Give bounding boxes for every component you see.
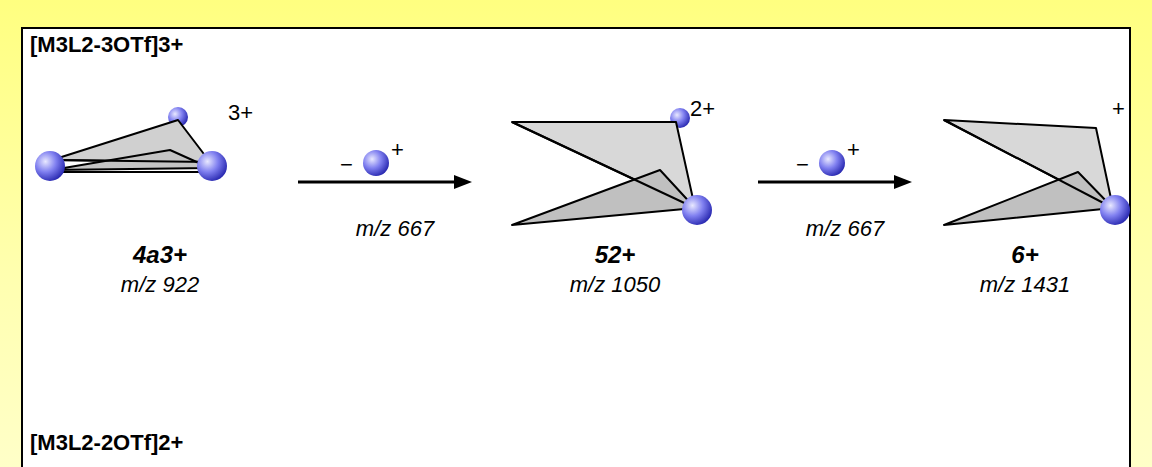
charge-label: 2+ bbox=[690, 96, 715, 122]
compound-label: 4a3+ bbox=[133, 240, 187, 270]
charge-label: − bbox=[796, 152, 809, 178]
panel bbox=[22, 28, 1130, 467]
compound-label: 52+ bbox=[595, 240, 636, 270]
formula-heading: [M3L2-2OTf]2+ bbox=[30, 430, 183, 456]
formula-heading: [M3L2-3OTf]3+ bbox=[30, 32, 183, 58]
fragment-6 bbox=[944, 120, 1130, 225]
species-node: 4a3+m/z 922 bbox=[30, 100, 290, 300]
arrow-label: m/z 667 bbox=[806, 216, 884, 242]
fragment-5 bbox=[512, 108, 712, 225]
species-node: 6+m/z 1431 bbox=[920, 100, 1130, 300]
reaction-arrow bbox=[298, 175, 472, 189]
charge-label: 3+ bbox=[228, 100, 253, 126]
arrow-label: m/z 667 bbox=[356, 216, 434, 242]
mass-value: m/z 922 bbox=[121, 270, 199, 300]
mass-value: m/z 1431 bbox=[980, 270, 1071, 300]
reaction-arrow bbox=[758, 175, 912, 189]
charge-label: − bbox=[340, 152, 353, 178]
cage-4a bbox=[35, 107, 227, 181]
compound-label: 6+ bbox=[1011, 240, 1038, 270]
leaving-ion bbox=[819, 150, 845, 176]
charge-label: + bbox=[847, 137, 860, 163]
species-node: 52+m/z 1050 bbox=[480, 100, 750, 300]
leaving-ion bbox=[363, 150, 389, 176]
charge-label: + bbox=[391, 137, 404, 163]
charge-label: + bbox=[1112, 96, 1125, 122]
mass-value: m/z 1050 bbox=[570, 270, 661, 300]
